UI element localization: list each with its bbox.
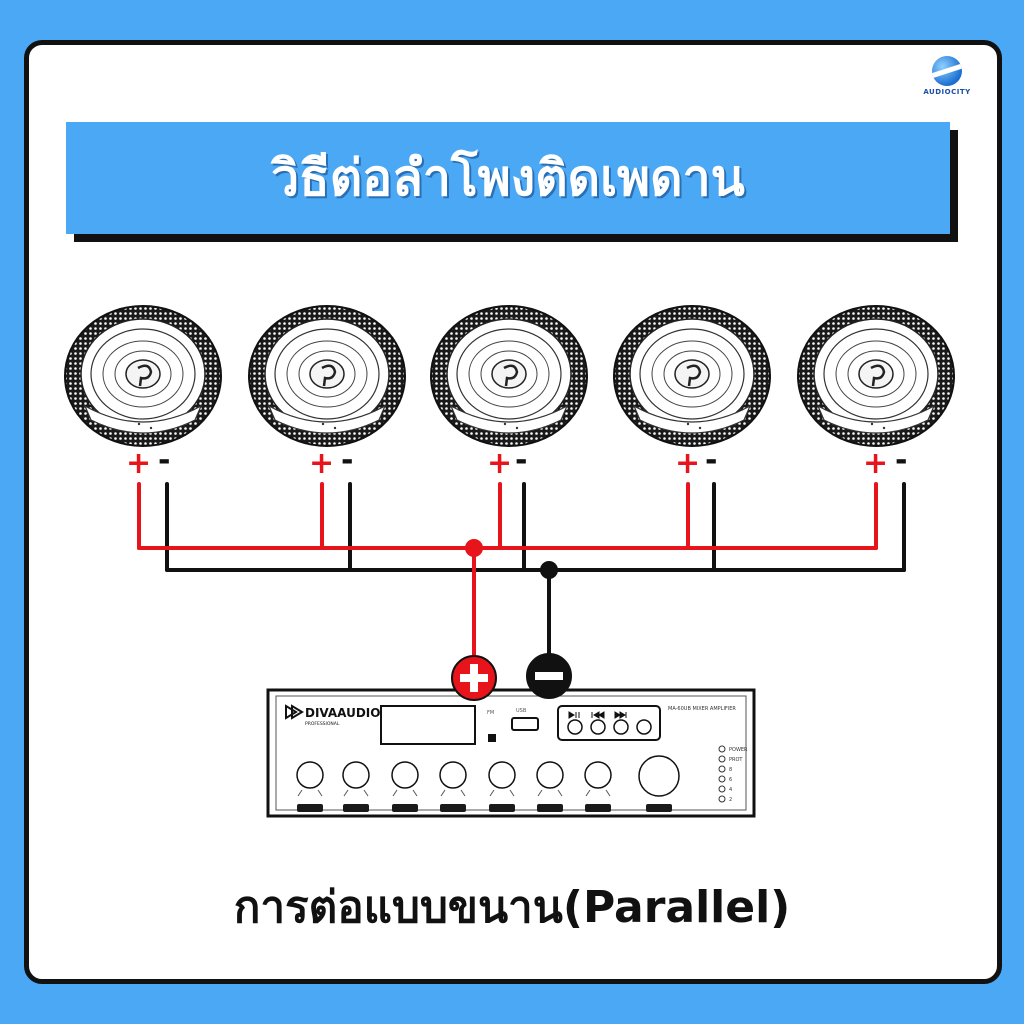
page-title: วิธีต่อลำโพงติดเพดาน — [66, 122, 950, 234]
channel-volume-knob[interactable] — [536, 761, 564, 789]
speaker-plus-label: + — [863, 446, 888, 481]
amp-brand-sub: PROFESSIONAL — [305, 721, 340, 727]
channel-volume-knob[interactable] — [342, 761, 370, 789]
diagram-caption: การต่อแบบขนาน(Parallel) — [233, 882, 791, 933]
channel-switch[interactable] — [537, 804, 563, 812]
negative-junction — [540, 561, 558, 579]
ceiling-speaker: +- — [63, 304, 223, 481]
media-control-panel — [557, 705, 661, 741]
channel-switch[interactable] — [489, 804, 515, 812]
mixer-amplifier: DIVAAUDIO PROFESSIONAL MA-60UB MIXER AMP… — [266, 688, 756, 818]
amp-model: MA-60UB MIXER AMPLIFIER — [668, 706, 736, 712]
indicator-label: PROT — [729, 757, 743, 763]
brand-logo: AUDIOCITY — [912, 56, 982, 96]
next-track-icon — [614, 711, 627, 719]
speaker-minus-label: - — [158, 443, 170, 478]
amp-display — [380, 705, 476, 745]
ceiling-speaker: +- — [247, 304, 407, 481]
channel-volume-knob[interactable] — [391, 761, 419, 789]
speaker-plus-label: + — [487, 446, 512, 481]
media-button[interactable] — [590, 719, 606, 735]
indicator-label: 4 — [729, 787, 732, 793]
positive-junction — [465, 539, 483, 557]
positive-terminal — [451, 655, 497, 701]
channel-switch[interactable] — [440, 804, 466, 812]
speaker-plus-label: + — [126, 446, 151, 481]
indicator-led — [718, 755, 726, 763]
fm-sensor — [488, 734, 496, 742]
speaker-plus-label: + — [675, 446, 700, 481]
indicator-led — [718, 785, 726, 793]
channel-volume-knob[interactable] — [296, 761, 324, 789]
channel-volume-knob[interactable] — [439, 761, 467, 789]
fm-label: FM — [487, 710, 494, 716]
usb-label: USB — [516, 708, 527, 714]
speaker-minus-label: - — [515, 443, 527, 478]
previous-track-icon — [591, 711, 605, 719]
channel-switch[interactable] — [297, 804, 323, 812]
media-button[interactable] — [636, 719, 652, 735]
play-pause-icon — [568, 711, 580, 719]
media-button[interactable] — [613, 719, 629, 735]
speaker-minus-label: - — [341, 443, 353, 478]
globe-icon — [932, 56, 962, 86]
speaker-minus-label: - — [895, 443, 907, 478]
indicator-label: 2 — [729, 797, 732, 803]
speaker-plus-label: + — [309, 446, 334, 481]
brand-name: AUDIOCITY — [923, 88, 971, 96]
channel-switch[interactable] — [343, 804, 369, 812]
indicator-led — [718, 765, 726, 773]
usb-port[interactable] — [511, 717, 539, 731]
indicator-label: POWER — [729, 747, 748, 753]
ceiling-speaker: +- — [612, 304, 772, 481]
master-switch[interactable] — [646, 804, 672, 812]
amp-brand: DIVAAUDIO — [305, 706, 380, 720]
speaker-minus-label: - — [705, 443, 717, 478]
media-button[interactable] — [567, 719, 583, 735]
channel-volume-knob[interactable] — [584, 761, 612, 789]
channel-switch[interactable] — [392, 804, 418, 812]
indicator-led — [718, 795, 726, 803]
indicator-label: 6 — [729, 777, 732, 783]
master-volume-knob[interactable] — [638, 755, 680, 797]
negative-terminal — [526, 653, 572, 699]
ceiling-speaker: +- — [796, 304, 956, 481]
channel-switch[interactable] — [585, 804, 611, 812]
indicator-led — [718, 745, 726, 753]
channel-volume-knob[interactable] — [488, 761, 516, 789]
indicator-led — [718, 775, 726, 783]
indicator-label: 8 — [729, 767, 732, 773]
ceiling-speaker: +- — [429, 304, 589, 481]
